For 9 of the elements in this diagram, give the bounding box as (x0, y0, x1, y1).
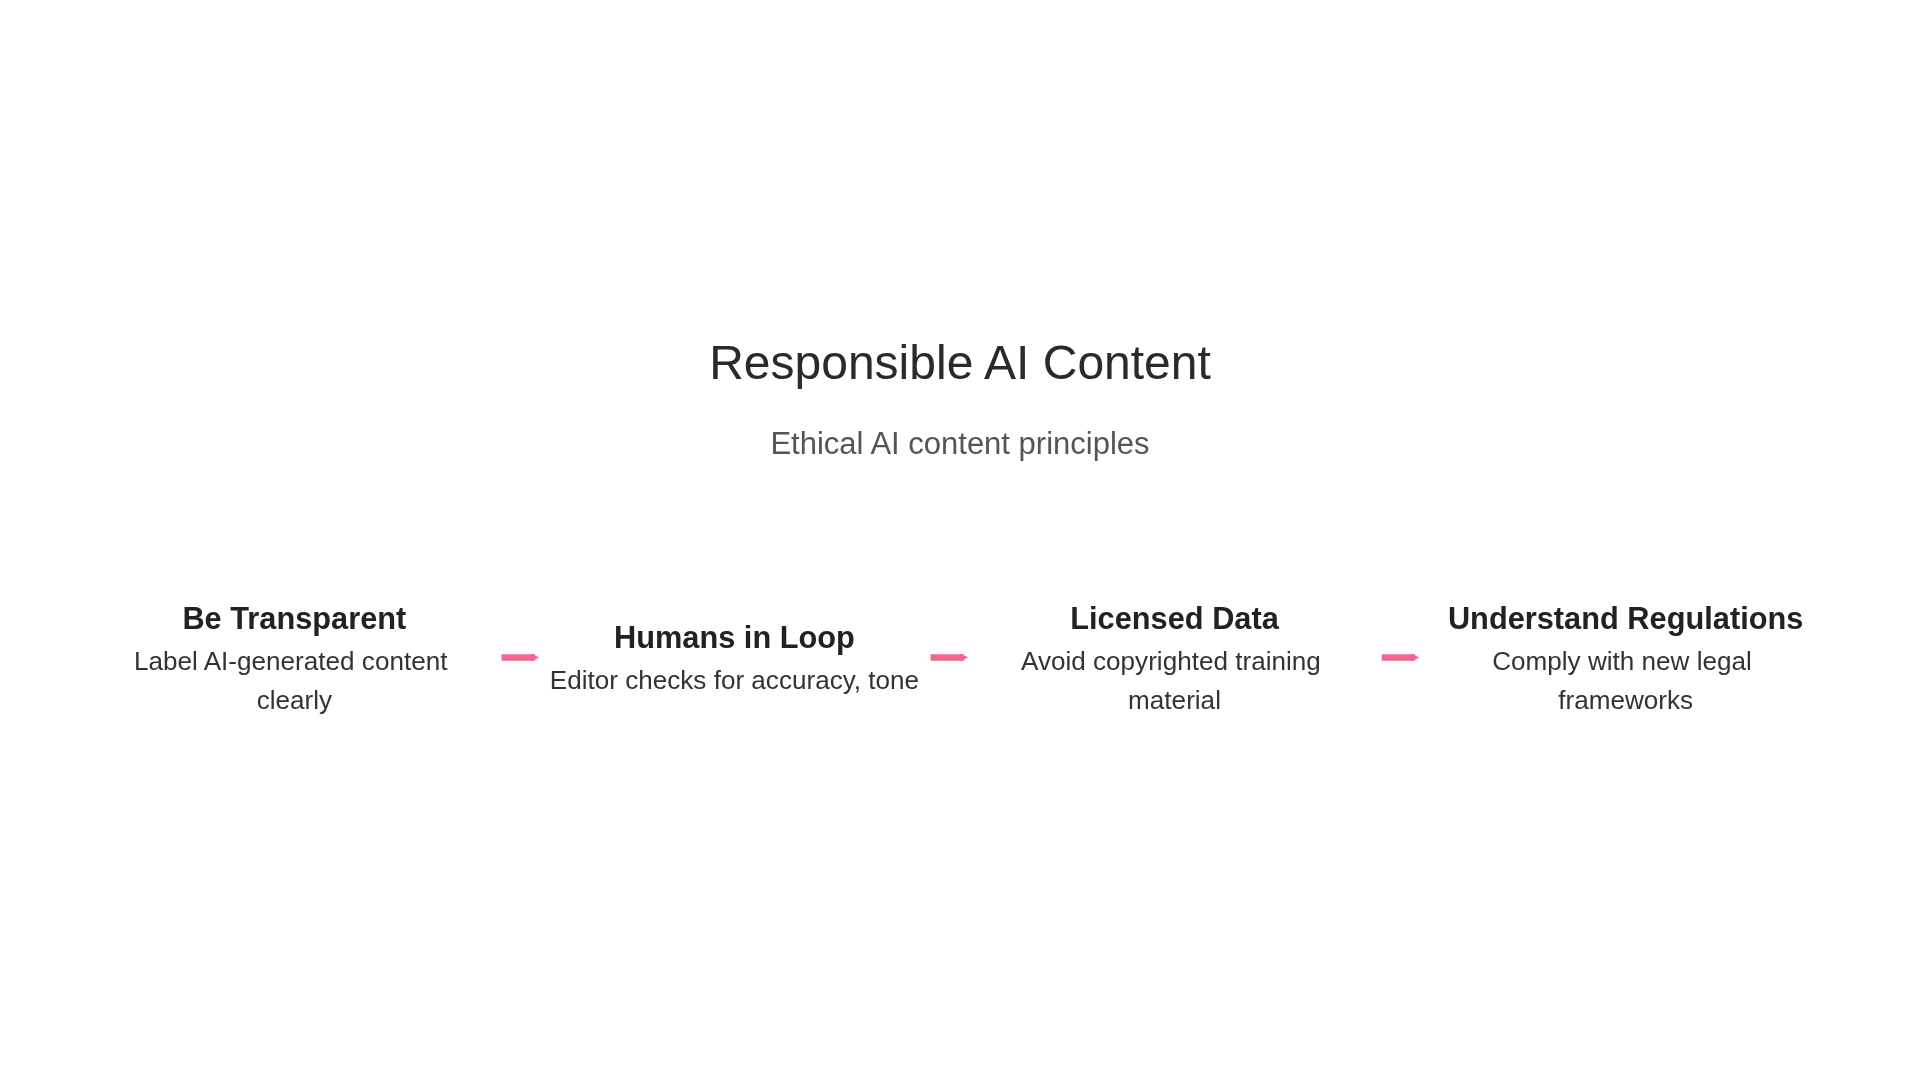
node-text: Be Transparent Label AI-generated content clearly (134, 600, 448, 715)
node-text: Understand Regulations Comply with new legal frameworks (1447, 600, 1804, 715)
node-text: Humans in Loop Editor checks for accuracy, tone (549, 620, 920, 695)
diagram-title: Responsible AI Content (709, 335, 1211, 390)
arrow (501, 653, 539, 662)
arrow (930, 653, 968, 662)
subtitle: Ethical AI content principles (770, 426, 1150, 462)
arrow (1381, 653, 1420, 662)
node-text: Licensed Data Avoid copyrighted training material (1020, 600, 1321, 715)
